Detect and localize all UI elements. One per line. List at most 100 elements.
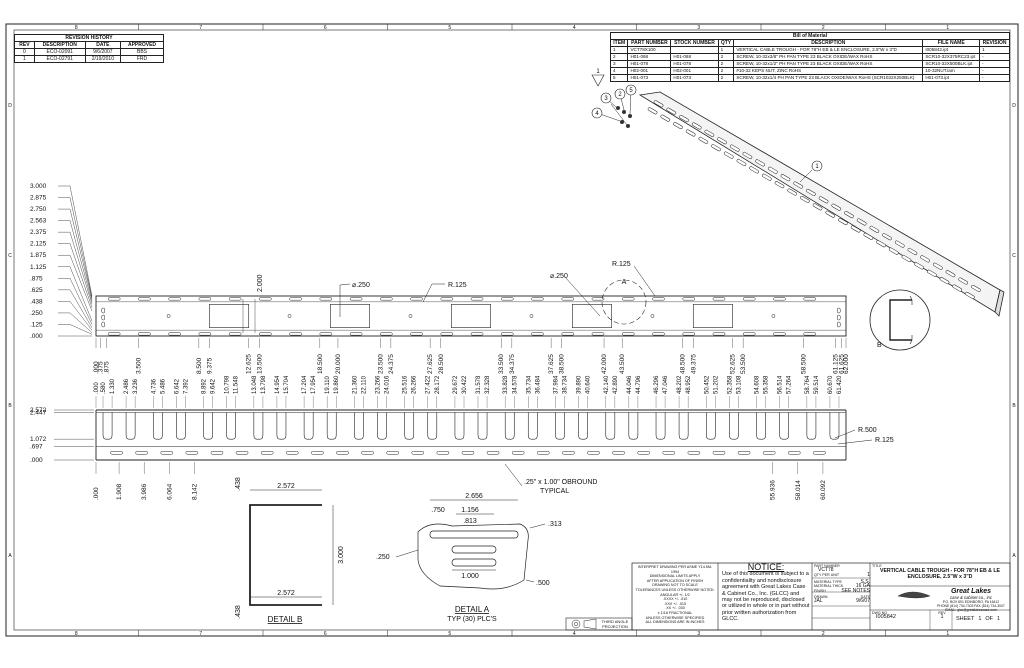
side-top-x-dimension: 17.204 xyxy=(302,375,308,394)
flat-bottom-slot xyxy=(652,332,665,336)
tolerance-line: .XX +/- .030 xyxy=(665,606,685,611)
revision-history-col: DATE xyxy=(84,41,122,49)
flat-bottom-slot xyxy=(440,332,454,336)
revision-history-cell: ECO-02791 xyxy=(33,55,86,63)
side-top-x-dimension: 44.046 xyxy=(627,375,633,394)
detail-a-width: 2.656 xyxy=(465,493,483,500)
detail-a-sublabel: TYP (30) PLC'S xyxy=(447,616,497,623)
iso-slot xyxy=(768,166,778,174)
flat-bottom-slot xyxy=(591,332,605,336)
bom-cell: SCREW, 10-32x1/2" PH PAN TYPE 23 BLACK O… xyxy=(733,60,924,68)
flat-x-dimension: 20.000 xyxy=(335,354,342,374)
bom-cell: VERTICAL CABLE TROUGH - FOR 78"H EB & LE… xyxy=(733,46,924,54)
flat-top-slot xyxy=(591,297,605,301)
side-tab xyxy=(354,412,364,440)
revision-history-col: REV xyxy=(14,41,35,49)
iso-slot xyxy=(755,159,765,167)
flat-features xyxy=(96,297,846,336)
balloon-4-label: 4 xyxy=(595,111,599,117)
revision-history-col: DESCRIPTION xyxy=(33,41,86,49)
flat-x-dimension: 9.375 xyxy=(206,357,213,374)
trough-iso-end xyxy=(994,289,1005,317)
flat-x-dimension: 24.375 xyxy=(388,354,395,374)
zone-row-left: D xyxy=(8,103,12,109)
tolerance-line: INTERPRET DRAWING PER ASME Y14.5M-1994 xyxy=(637,565,713,574)
balloon-3 xyxy=(600,92,612,104)
title-label: TITLE xyxy=(872,564,882,568)
side-obround-slot xyxy=(260,451,274,455)
detail-b-view: 2.572 2.572 3.000 .438 .438 DETAIL B xyxy=(235,477,345,624)
flat-top-slot xyxy=(228,297,242,301)
zone-col-top: 7 xyxy=(199,25,202,31)
notice-title: NOTICE: xyxy=(747,562,785,572)
hardware-nut xyxy=(628,114,632,118)
side-top-x-dimension: 13.048 xyxy=(252,375,258,394)
detail-b-height: 3.000 xyxy=(338,546,345,564)
flat-end-slot xyxy=(101,321,106,328)
flat-x-dimension: 34.375 xyxy=(509,354,516,374)
bom-col: FILE NAME xyxy=(922,39,981,47)
flat-y-dimension: .000 xyxy=(30,333,43,340)
flat-top-slot xyxy=(531,297,544,301)
flat-y-dimension: 3.000 xyxy=(30,183,47,190)
title-block-frame xyxy=(565,562,1011,631)
side-top-x-dimension: 8.892 xyxy=(202,378,208,394)
bom-cell: H01-068 xyxy=(627,53,672,61)
iso-slot xyxy=(780,174,791,182)
side-top-x-dimension: 61.420 xyxy=(837,375,843,394)
dwg-no-field: DWG NO I005842 xyxy=(872,611,930,620)
side-top-x-dimension: 10.798 xyxy=(225,375,231,394)
bom-col: REVISION xyxy=(979,39,1010,47)
flat-bottom-slot xyxy=(138,332,151,336)
flat-x-dimension: 42.000 xyxy=(601,354,608,374)
side-obround-slot xyxy=(662,451,676,455)
iso-slot xyxy=(939,277,950,285)
side-top-x-dimension: 30.422 xyxy=(462,375,468,394)
finish-label: FINISH xyxy=(814,589,826,594)
side-obround-slot xyxy=(210,451,224,455)
flat-y-dimension: 1.125 xyxy=(30,264,47,271)
side-tab xyxy=(454,412,465,440)
iso-slot xyxy=(742,151,753,159)
iso-slot xyxy=(673,122,683,130)
side-obround-slot xyxy=(787,451,801,455)
flat-layout-view: 3.0002.8752.7502.5632.3752.1251.8751.125… xyxy=(30,183,931,374)
side-top-x-dimension: 5.486 xyxy=(160,378,166,394)
zone-row-right: C xyxy=(1012,253,1016,259)
zone-row-left: C xyxy=(8,253,12,259)
revision-history-cell: 1 xyxy=(14,55,35,63)
side-top-x-dimension: 37.984 xyxy=(553,375,559,394)
side-obround-slot xyxy=(336,451,349,455)
bom-cell: 1 xyxy=(979,46,1010,54)
flat-x-dimension: .000 xyxy=(93,361,100,374)
detail-b-circle xyxy=(869,289,931,351)
side-top-x-dimension: 40.640 xyxy=(586,375,592,394)
side-bottom-x-dimension: 60.092 xyxy=(820,480,827,500)
iso-slot xyxy=(717,137,727,145)
flat-vertical-dimensions: 3.0002.8752.7502.5632.3752.1251.8751.125… xyxy=(30,183,93,340)
qty-label: QTY PER UNIT xyxy=(814,573,840,578)
zone-col-bottom: 3 xyxy=(697,631,700,637)
side-top-x-dimension: .580 xyxy=(101,382,107,394)
flat-top-slot xyxy=(561,297,575,301)
dwg-no-label: DWG NO xyxy=(872,611,888,615)
side-tab xyxy=(628,412,639,440)
bom-cell xyxy=(670,46,719,54)
flat-x-dimension: 18.500 xyxy=(317,354,324,374)
revision-history-title: REVISION HISTORY xyxy=(14,34,164,42)
bom-cell: 2 xyxy=(609,53,629,61)
bom-cell: H01-073.ipt xyxy=(922,74,981,82)
bom-cell: 2 xyxy=(717,74,735,82)
detail-a-label: DETAIL A xyxy=(455,605,490,614)
side-tab xyxy=(504,412,515,440)
iso-slot xyxy=(844,211,854,219)
side-top-x-dimension: 48.202 xyxy=(677,375,683,394)
side-tab xyxy=(555,412,565,440)
iso-slot xyxy=(882,233,892,241)
